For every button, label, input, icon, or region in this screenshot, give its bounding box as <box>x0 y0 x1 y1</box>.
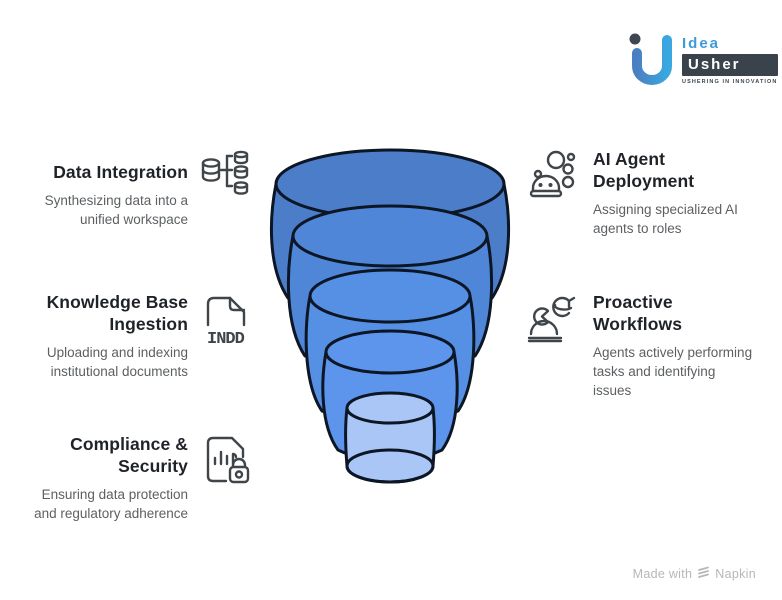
logo-text-block: Idea Usher USHERING IN INNOVATION <box>682 36 778 85</box>
indd-file-icon: INDD <box>200 291 252 349</box>
item-title: Proactive Workflows <box>593 292 683 335</box>
funnel-level-2-lid <box>291 204 489 268</box>
idea-usher-monogram-icon <box>627 30 677 93</box>
feature-item-compliance-security: Compliance & Security Ensuring data prot… <box>26 433 252 524</box>
feature-item-ai-agent-deployment: AI Agent Deployment Assigning specialize… <box>525 148 755 239</box>
item-description: Agents actively performing tasks and ide… <box>593 345 753 398</box>
logo-tagline: USHERING IN INNOVATION <box>682 79 778 85</box>
made-with-text: Made with <box>632 567 693 581</box>
item-description: Uploading and indexing institutional doc… <box>46 345 188 379</box>
item-description: Assigning specialized AI agents to roles <box>593 202 738 236</box>
item-title: Compliance & Security <box>70 434 188 477</box>
funnel-level-3-lid <box>308 268 472 324</box>
funnel-level-4-lid <box>324 329 456 375</box>
database-merge-icon <box>200 148 252 200</box>
funnel-level-5-bottom-rim <box>345 448 435 484</box>
item-description: Synthesizing data into a unified workspa… <box>44 193 188 227</box>
item-title: Knowledge Base Ingestion <box>46 292 188 335</box>
feature-item-data-integration: Data Integration Synthesizing data into … <box>26 148 252 230</box>
logo-idea-text: Idea <box>682 35 721 52</box>
napkin-logo-icon <box>697 566 710 582</box>
item-description: Ensuring data protection and regulatory … <box>34 487 188 521</box>
napkin-brand-text: Napkin <box>715 567 756 581</box>
indd-label: INDD <box>207 330 245 349</box>
item-title: AI Agent Deployment <box>593 149 695 192</box>
funnel-level-5-lid <box>345 391 435 425</box>
idea-usher-logo: Idea Usher USHERING IN INNOVATION <box>627 30 778 93</box>
feature-item-knowledge-base: Knowledge Base Ingestion Uploading and i… <box>26 291 252 382</box>
feature-item-proactive-workflows: Proactive Workflows Agents actively perf… <box>525 291 755 401</box>
person-cycle-icon <box>525 291 577 343</box>
document-chart-lock-icon <box>200 433 252 489</box>
robot-bubbles-icon <box>525 148 577 200</box>
item-title: Data Integration <box>53 162 188 182</box>
logo-usher-text: Usher <box>682 54 778 76</box>
made-with-napkin-credit: Made with Napkin <box>633 566 756 582</box>
funnel-diagram <box>269 148 511 484</box>
